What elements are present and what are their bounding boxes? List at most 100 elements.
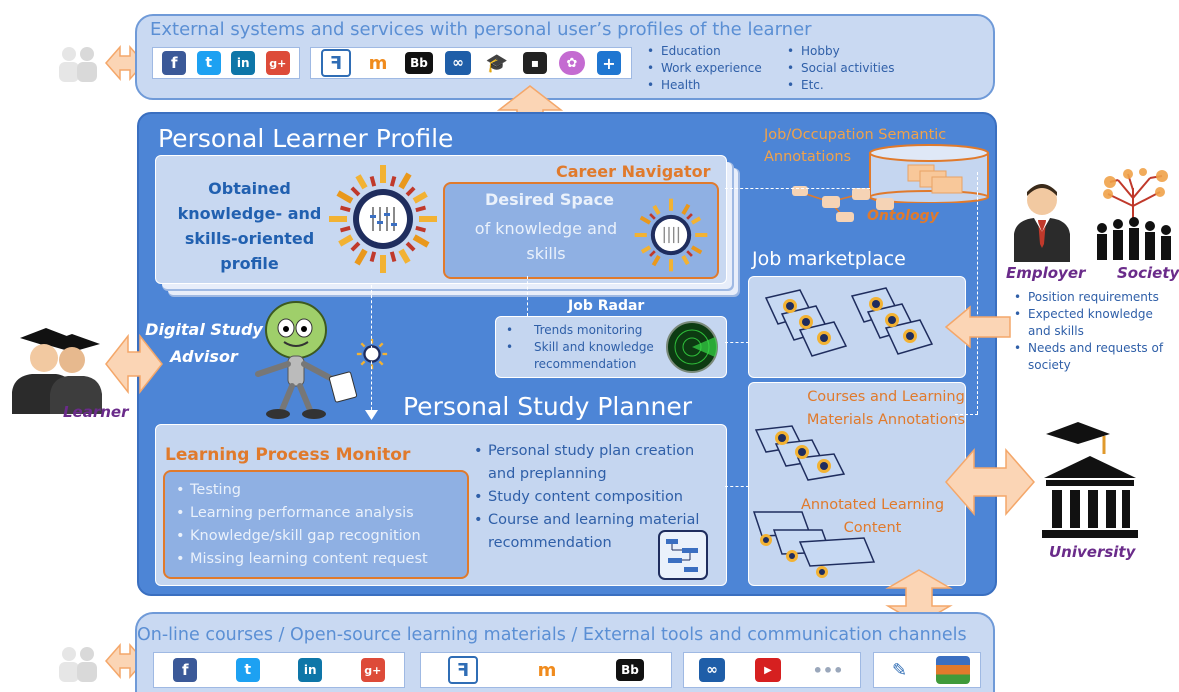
youtube-icon: ▶ bbox=[755, 658, 781, 682]
connector-arrowhead bbox=[365, 410, 378, 420]
desired-sunburst-icon bbox=[634, 198, 708, 272]
moodle-like-icon: ꟻ bbox=[448, 656, 478, 684]
infinity-icon: ∞ bbox=[699, 658, 725, 682]
connector-navigator-to-ontology bbox=[725, 188, 870, 189]
facebook-icon: f bbox=[173, 658, 198, 682]
users-icon bbox=[59, 647, 97, 682]
planner-bullets: Personal study plan creation and preplan… bbox=[474, 440, 724, 555]
small-profile-icon bbox=[356, 338, 388, 370]
job-annotations-label: Job/Occupation Semantic Annotations bbox=[764, 127, 947, 165]
bullet-social-activities: Social activities bbox=[787, 60, 895, 77]
employer-left-arrow bbox=[944, 305, 1011, 349]
university-double-arrow bbox=[945, 448, 1035, 516]
bottom-lms-icons-frame: ꟻ m Bb bbox=[420, 652, 672, 688]
bullet-gap-recognition: Knowledge/skill gap recognition bbox=[176, 525, 428, 548]
bullet-hobby: Hobby bbox=[787, 43, 895, 60]
bottom-media-icons-frame: ∞ ▶ ••• bbox=[683, 652, 861, 688]
ontology-graph-icon bbox=[792, 186, 894, 222]
books-icon bbox=[935, 656, 970, 684]
bottom-social-icons-frame: f t in g+ bbox=[153, 652, 405, 688]
bullet-trends-monitoring: Trends monitoring bbox=[506, 322, 666, 339]
linkedin-icon: in bbox=[298, 658, 323, 682]
job-radar-bullets: Trends monitoring Skill and knowledge re… bbox=[506, 322, 666, 373]
top-social-icons-frame: f t in g+ bbox=[152, 47, 300, 79]
bullet-etc: Etc. bbox=[787, 77, 895, 94]
twitter-icon: t bbox=[235, 658, 260, 682]
blackboard-icon: Bb bbox=[616, 659, 644, 681]
job-radar-title: Job Radar bbox=[568, 298, 645, 314]
moodle-icon: m bbox=[363, 51, 393, 75]
blackboard-icon: Bb bbox=[405, 52, 433, 74]
connector-profile-to-planner bbox=[371, 285, 372, 415]
employer-label: Employer bbox=[1006, 264, 1086, 282]
brain-icon: ✿ bbox=[559, 51, 585, 75]
annotated-content-label: Annotated Learning Content bbox=[800, 497, 945, 536]
university-label: University bbox=[1049, 543, 1136, 561]
courses-annotations-label: Courses and Learning Materials Annotatio… bbox=[806, 389, 966, 428]
desired-space-title: Desired Space bbox=[485, 190, 615, 209]
linkedin-icon: in bbox=[231, 51, 256, 75]
society-tree-icon bbox=[1097, 168, 1171, 260]
bottom-left-users-figure bbox=[55, 640, 103, 686]
personal-study-planner-title: Personal Study Planner bbox=[403, 392, 693, 421]
bullet-skill-recommendation: Skill and knowledge recommendation bbox=[506, 339, 666, 373]
radar-icon bbox=[666, 321, 718, 373]
digital-study-advisor-label: Digital Study Advisor bbox=[145, 320, 263, 366]
bullet-testing: Testing bbox=[176, 479, 428, 502]
learning-process-monitor-title: Learning Process Monitor bbox=[165, 445, 411, 465]
bullet-plan-creation: Personal study plan creation and preplan… bbox=[474, 440, 724, 486]
employer-figure-icon bbox=[1014, 184, 1070, 262]
bullet-health: Health bbox=[647, 77, 762, 94]
briefcase-icon: ▪ bbox=[523, 52, 547, 74]
moodle-like-icon: ꟻ bbox=[321, 49, 351, 77]
learner-label: Learner bbox=[63, 403, 129, 421]
external-systems-title: External systems and services with perso… bbox=[150, 19, 812, 40]
infinity-icon: ∞ bbox=[445, 51, 471, 75]
university-building-icon bbox=[1042, 422, 1138, 538]
career-navigator-box bbox=[443, 182, 719, 279]
external-systems-box: External systems and services with perso… bbox=[135, 14, 995, 100]
society-label: Society bbox=[1117, 264, 1179, 282]
lpm-bullets: Testing Learning performance analysis Kn… bbox=[176, 479, 428, 571]
twitter-icon: t bbox=[196, 51, 221, 75]
profile-sunburst-icon bbox=[329, 165, 437, 273]
annotations-database-icon bbox=[869, 144, 989, 203]
robot-advisor-icon bbox=[255, 301, 358, 419]
graduation-cap-icon: 🎓 bbox=[483, 51, 511, 75]
learner-figures-icon bbox=[12, 328, 102, 414]
connector-planner-to-courses bbox=[725, 486, 749, 487]
top-learning-icons-frame: ꟻ m Bb ∞ 🎓 ▪ ✿ + bbox=[310, 47, 632, 79]
top-bullets-left: Education Work experience Health bbox=[647, 43, 762, 94]
mouse-pen-icon: ✎ bbox=[884, 657, 915, 683]
desired-space-text: of knowledge and skills bbox=[474, 219, 618, 263]
personal-learner-profile-title: Personal Learner Profile bbox=[158, 124, 454, 153]
planner-flowchart-icon bbox=[658, 530, 708, 580]
obtained-profile-text: Obtained knowledge- and skills-oriented … bbox=[177, 179, 322, 273]
connector-radar-to-market bbox=[725, 342, 749, 343]
connector-career-to-radar bbox=[527, 276, 528, 316]
ellipsis-icon: ••• bbox=[811, 658, 845, 682]
course-cards-icon bbox=[754, 425, 846, 481]
bullet-society-needs: Needs and requests of society bbox=[1014, 340, 1176, 374]
bullet-work-experience: Work experience bbox=[647, 60, 762, 77]
connector-db-right-vertical bbox=[977, 172, 978, 414]
bullet-content-composition: Study content composition bbox=[474, 486, 724, 509]
users-icon bbox=[59, 47, 97, 82]
health-cross-icon: + bbox=[597, 51, 621, 75]
annotated-content-cards-icon bbox=[752, 511, 876, 578]
bottom-tools-icons-frame: ✎ bbox=[873, 652, 981, 688]
bullet-position-requirements: Position requirements bbox=[1014, 289, 1176, 306]
bullet-education: Education bbox=[647, 43, 762, 60]
career-navigator-label: Career Navigator bbox=[556, 162, 711, 181]
googleplus-icon: g+ bbox=[360, 658, 385, 682]
connector-db-right-horizontal bbox=[955, 414, 978, 415]
job-cards-icon bbox=[764, 287, 934, 357]
bullet-performance-analysis: Learning performance analysis bbox=[176, 502, 428, 525]
bullet-course-recommendation: Course and learning material recommendat… bbox=[474, 509, 713, 555]
ontology-label: Ontology bbox=[867, 208, 939, 224]
job-marketplace-title: Job marketplace bbox=[752, 248, 906, 270]
online-courses-title: On-line courses / Open-source learning m… bbox=[137, 625, 967, 645]
top-left-users-figure bbox=[55, 40, 103, 86]
bullet-missing-content: Missing learning content request bbox=[176, 548, 428, 571]
online-courses-box: On-line courses / Open-source learning m… bbox=[135, 612, 995, 692]
